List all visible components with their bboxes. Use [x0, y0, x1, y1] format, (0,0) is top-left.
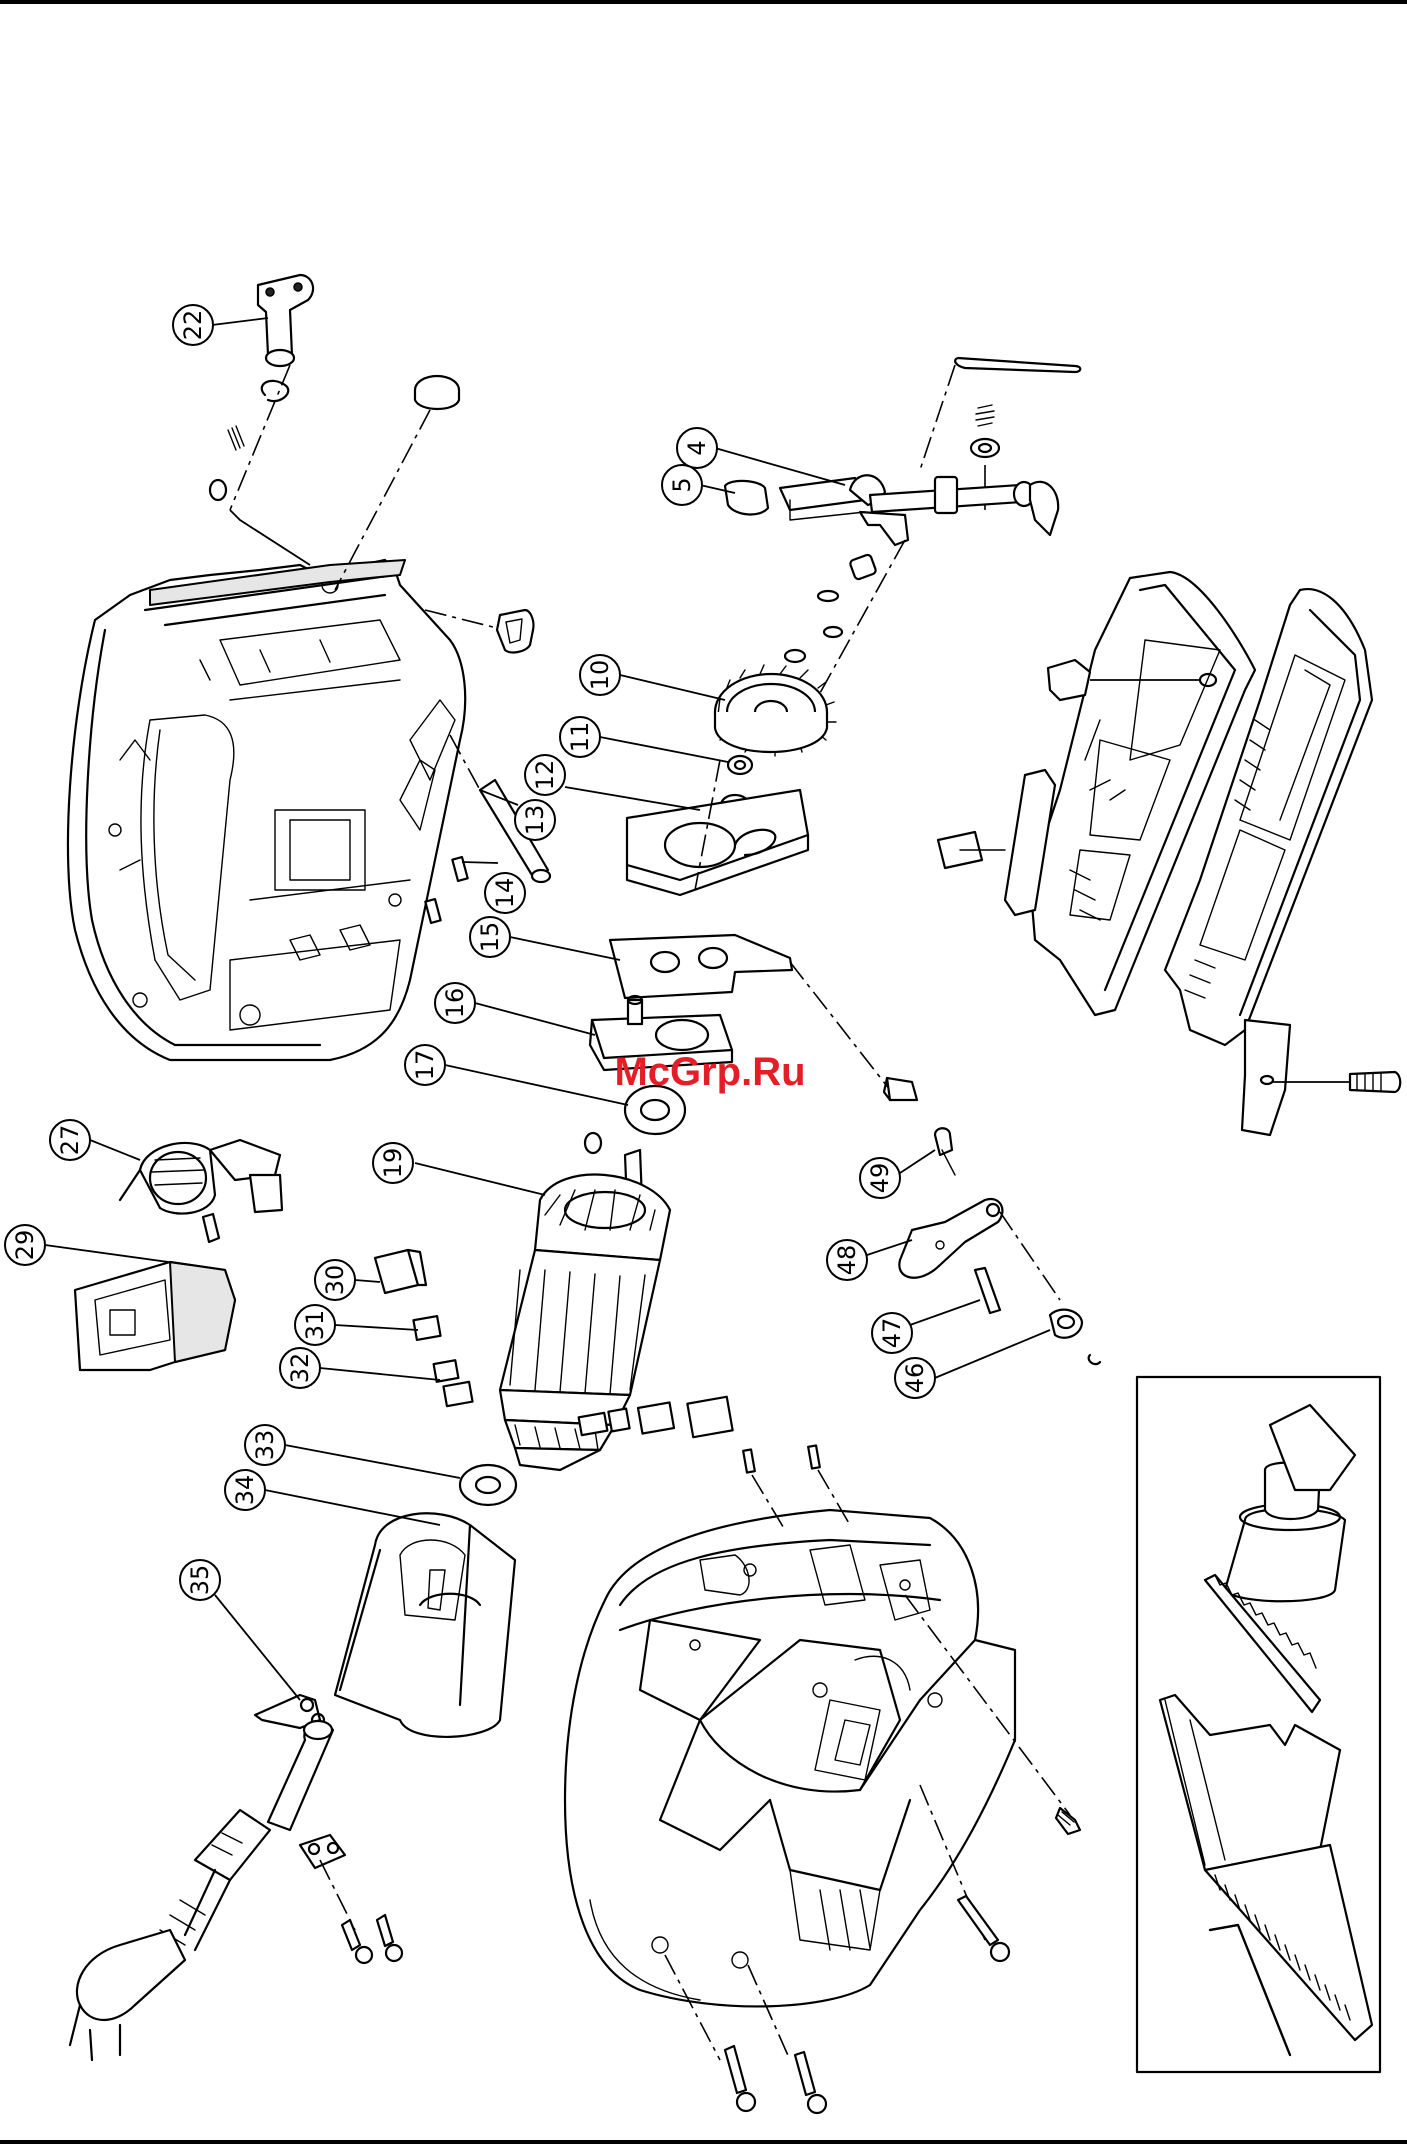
- svg-text:4: 4: [683, 440, 711, 455]
- svg-text:13: 13: [521, 805, 549, 836]
- callout-11: 11: [560, 717, 600, 757]
- callout-16: 16: [435, 983, 475, 1023]
- svg-text:22: 22: [179, 310, 207, 341]
- small-block-part: [884, 1078, 917, 1100]
- svg-text:27: 27: [56, 1125, 84, 1156]
- svg-text:34: 34: [231, 1475, 259, 1506]
- svg-text:33: 33: [251, 1430, 279, 1461]
- callout-31: 31: [295, 1305, 335, 1345]
- callout-30: 30: [315, 1260, 355, 1300]
- callout-14: 14: [485, 873, 525, 913]
- callout-35: 35: [180, 1560, 220, 1600]
- svg-text:49: 49: [866, 1163, 894, 1194]
- svg-text:30: 30: [321, 1265, 349, 1296]
- callout-10: 10: [580, 655, 620, 695]
- callout-12: 12: [525, 755, 565, 795]
- svg-text:14: 14: [491, 878, 519, 909]
- callout-13: 13: [515, 800, 555, 840]
- svg-text:29: 29: [11, 1230, 39, 1261]
- svg-text:19: 19: [379, 1148, 407, 1179]
- svg-text:35: 35: [186, 1565, 214, 1596]
- watermark-text: McGrp.Ru: [614, 1050, 805, 1094]
- base-clamp-screw: [1242, 1020, 1400, 1135]
- callout-19: 19: [373, 1143, 413, 1183]
- callout-22: 22: [173, 305, 213, 345]
- callout-34: 34: [225, 1470, 265, 1510]
- callout-32: 32: [280, 1348, 320, 1388]
- callout-48: 48: [827, 1240, 867, 1280]
- callout-47: 47: [872, 1313, 912, 1353]
- speed-control-part: [120, 1140, 282, 1214]
- callout-29: 29: [5, 1225, 45, 1265]
- callout-46: 46: [895, 1358, 935, 1398]
- callout-27: 27: [50, 1120, 90, 1160]
- armature-bearing-top: [585, 1086, 685, 1153]
- svg-text:47: 47: [878, 1318, 906, 1349]
- svg-text:32: 32: [286, 1353, 314, 1384]
- svg-text:48: 48: [833, 1245, 861, 1276]
- svg-text:10: 10: [586, 660, 614, 691]
- svg-text:31: 31: [301, 1310, 329, 1341]
- plunger-assembly: [725, 358, 1080, 720]
- power-cord-and-plug: [70, 1721, 333, 2060]
- svg-text:15: 15: [476, 922, 504, 953]
- svg-text:17: 17: [411, 1050, 439, 1081]
- clamp-with-screws: [300, 1835, 402, 1963]
- left-housing-half: [68, 560, 465, 1060]
- svg-text:16: 16: [441, 988, 469, 1019]
- small-pin-part: [203, 1214, 219, 1242]
- callout-49: 49: [860, 1158, 900, 1198]
- svg-text:12: 12: [531, 760, 559, 791]
- callout-15: 15: [470, 917, 510, 957]
- callout-4: 4: [677, 428, 717, 468]
- callout-17: 17: [405, 1045, 445, 1085]
- right-housing-half: [565, 1510, 1015, 2006]
- callout-5: 5: [662, 465, 702, 505]
- svg-text:5: 5: [668, 477, 696, 492]
- stator-part: [335, 1513, 515, 1737]
- gear-plate-part: [627, 760, 808, 895]
- rubber-plug-part: [335, 376, 459, 590]
- dust-nozzle-accessory: [1225, 1405, 1355, 1601]
- drive-gear-part: [715, 665, 836, 756]
- svg-text:46: 46: [901, 1363, 929, 1394]
- guide-accessory: [1160, 1695, 1372, 2040]
- armature-bearing-bottom: [460, 1465, 516, 1505]
- roller-guide-assembly: [899, 1128, 1100, 1364]
- trigger-switch-part: [75, 1262, 235, 1370]
- svg-text:11: 11: [566, 722, 594, 753]
- callout-33: 33: [245, 1425, 285, 1465]
- base-clamp-bracket: [938, 770, 1055, 915]
